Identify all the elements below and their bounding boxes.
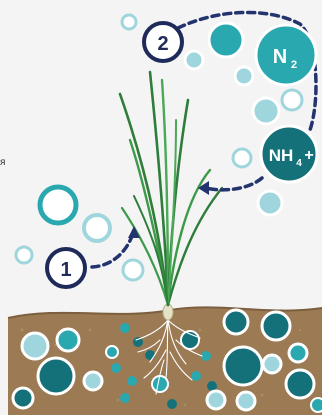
soil-particle bbox=[127, 376, 137, 386]
plant-icon bbox=[120, 72, 222, 320]
soil-particle bbox=[237, 392, 255, 410]
soil-particle bbox=[207, 381, 217, 391]
molecule-bubble bbox=[16, 247, 32, 263]
molecule-bubble bbox=[258, 191, 282, 215]
n2-label: N bbox=[273, 46, 287, 68]
n2-molecule: N 2 bbox=[256, 25, 316, 85]
molecule-bubble bbox=[253, 98, 279, 124]
soil-particle bbox=[224, 310, 248, 334]
soil-particle bbox=[22, 333, 48, 359]
soil-particle bbox=[111, 363, 121, 373]
arrowhead-step1 bbox=[128, 226, 140, 238]
molecule-bubble bbox=[209, 23, 243, 57]
soil-particle bbox=[311, 398, 322, 412]
soil-particle bbox=[13, 388, 33, 408]
molecule-bubble bbox=[40, 187, 76, 223]
molecule-bubble bbox=[122, 15, 136, 29]
soil-particle bbox=[38, 358, 74, 394]
step-1-number: 1 bbox=[60, 259, 71, 281]
molecule-bubble bbox=[84, 215, 110, 241]
molecule-bubble bbox=[233, 149, 251, 167]
molecule-bubble bbox=[123, 260, 143, 280]
soil-particle bbox=[263, 355, 281, 373]
n2-subscript: 2 bbox=[291, 59, 297, 71]
soil-particle bbox=[120, 323, 130, 333]
soil-particle bbox=[145, 350, 155, 360]
step-2-marker: 2 bbox=[144, 23, 182, 61]
molecule-bubble bbox=[185, 51, 203, 69]
soil-particle bbox=[106, 346, 118, 358]
soil-particle bbox=[207, 391, 225, 409]
soil-particle bbox=[57, 329, 79, 351]
nh4-charge: + bbox=[304, 147, 313, 164]
soil-particle bbox=[289, 344, 307, 362]
soil-particle bbox=[286, 370, 314, 398]
molecule-bubble bbox=[282, 90, 302, 110]
soil-particle bbox=[120, 393, 130, 403]
molecule-bubble bbox=[235, 67, 253, 85]
soil-particle bbox=[191, 371, 201, 381]
soil-particle bbox=[84, 372, 102, 390]
soil-particle bbox=[167, 399, 177, 409]
soil-particle bbox=[152, 376, 168, 392]
dashed-arrow-into-plant bbox=[206, 178, 262, 190]
soil-particle bbox=[262, 312, 290, 340]
soil-particle bbox=[224, 347, 262, 385]
nh4-molecule: NH 4 + bbox=[261, 126, 317, 182]
nh4-subscript: 4 bbox=[296, 158, 302, 169]
side-caption: я bbox=[0, 157, 5, 168]
step-2-number: 2 bbox=[157, 33, 168, 55]
step-1-marker: 1 bbox=[47, 249, 85, 287]
nh4-label: NH bbox=[269, 146, 294, 165]
